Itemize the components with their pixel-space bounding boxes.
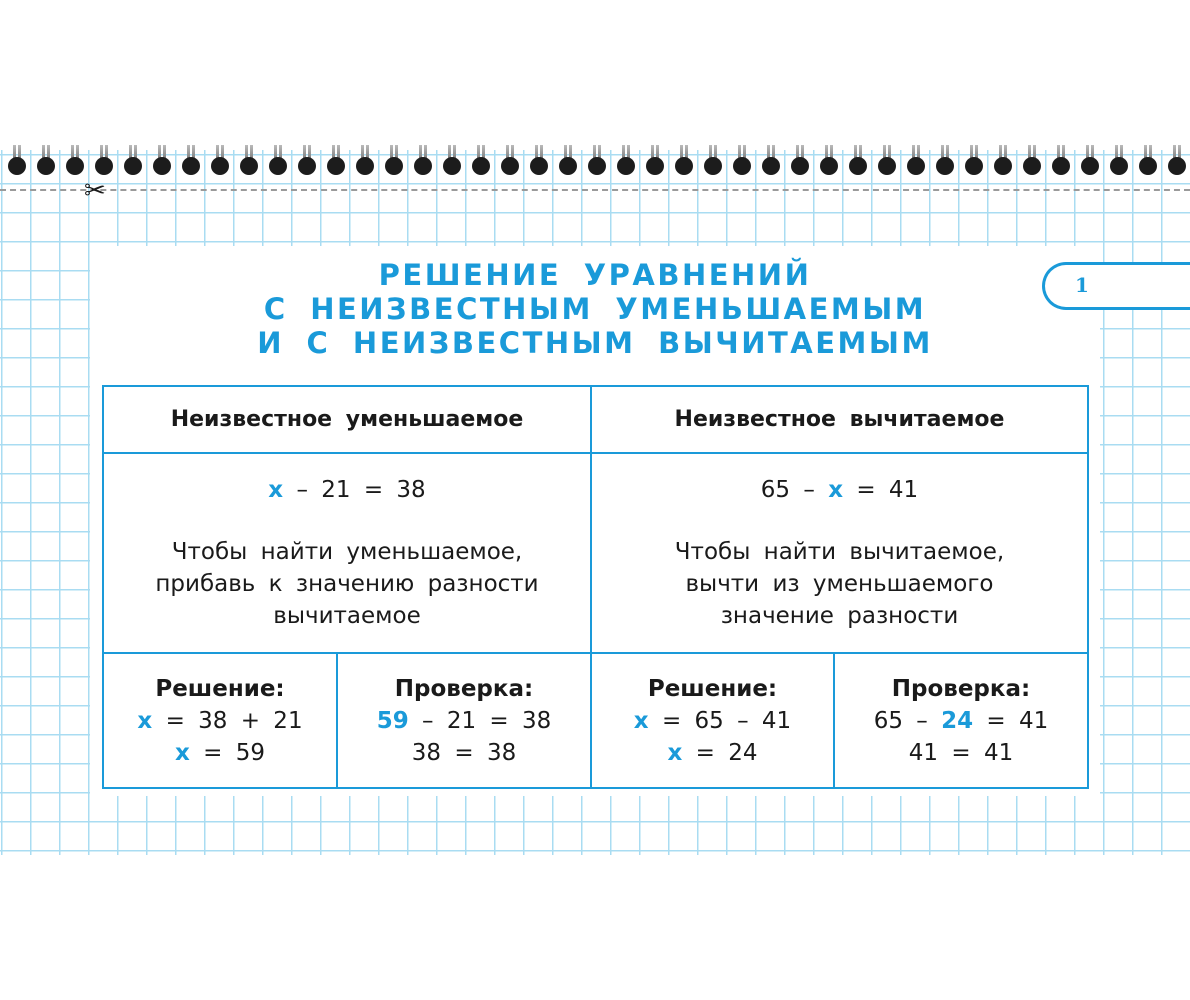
spiral-ring	[499, 145, 521, 177]
spiral-ring	[876, 145, 898, 177]
spiral-ring	[644, 145, 666, 177]
spiral-ring	[934, 145, 956, 177]
header-unknown-minuend: Неизвестное уменьшаемое	[102, 385, 592, 454]
title-line: РЕШЕНИЕ УРАВНЕНИЙ	[378, 258, 812, 292]
spiral-ring	[760, 145, 782, 177]
spiral-ring	[905, 145, 927, 177]
left-solution: Решение: x = 38 + 21 x = 59	[102, 652, 338, 789]
spiral-ring	[1166, 145, 1188, 177]
rule-line: Чтобы найти уменьшаемое,	[171, 539, 523, 565]
spiral-binding	[0, 145, 1190, 180]
spiral-ring	[296, 145, 318, 177]
rule-line: значение разности	[720, 603, 959, 629]
spiral-ring	[412, 145, 434, 177]
spiral-ring	[731, 145, 753, 177]
spiral-ring	[1108, 145, 1130, 177]
spiral-ring	[267, 145, 289, 177]
scissors-icon: ✂	[84, 176, 106, 206]
spiral-ring	[325, 145, 347, 177]
rules-table: Неизвестное уменьшаемое Неизвестное вычи…	[102, 385, 1089, 789]
rule-line: Чтобы найти вычитаемое,	[674, 539, 1005, 565]
left-rule-cell: x – 21 = 38 Чтобы найти уменьшаемое, при…	[102, 452, 592, 654]
right-rule-cell: 65 – x = 41 Чтобы найти вычитаемое, вычт…	[590, 452, 1089, 654]
spiral-ring	[963, 145, 985, 177]
spiral-ring	[383, 145, 405, 177]
page-title: РЕШЕНИЕ УРАВНЕНИЙ С НЕИЗВЕСТНЫМ УМЕНЬШАЕ…	[90, 258, 1100, 360]
left-equation: x – 21 = 38	[268, 477, 426, 503]
spiral-ring	[528, 145, 550, 177]
page-number: 1	[1075, 273, 1089, 297]
spiral-ring	[673, 145, 695, 177]
spiral-ring	[151, 145, 173, 177]
right-equation: 65 – x = 41	[760, 477, 919, 503]
spiral-ring	[789, 145, 811, 177]
spiral-ring	[209, 145, 231, 177]
header-unknown-subtrahend: Неизвестное вычитаемое	[590, 385, 1089, 454]
spiral-ring	[122, 145, 144, 177]
spiral-ring	[615, 145, 637, 177]
rule-line: вычти из уменьшаемого	[685, 571, 994, 597]
rule-line: вычитаемое	[273, 603, 421, 629]
spiral-ring	[1079, 145, 1101, 177]
spiral-ring	[64, 145, 86, 177]
spiral-ring	[354, 145, 376, 177]
spiral-ring	[441, 145, 463, 177]
spiral-ring	[238, 145, 260, 177]
spiral-ring	[586, 145, 608, 177]
spiral-ring	[847, 145, 869, 177]
spiral-ring	[35, 145, 57, 177]
spiral-ring	[6, 145, 28, 177]
spiral-ring	[992, 145, 1014, 177]
spiral-ring	[818, 145, 840, 177]
spiral-ring	[93, 145, 115, 177]
left-check: Проверка: 59 – 21 = 38 38 = 38	[336, 652, 592, 789]
page-number-tab: 1	[1042, 262, 1190, 310]
title-line: С НЕИЗВЕСТНЫМ УМЕНЬШАЕМЫМ	[263, 292, 927, 326]
spiral-ring	[702, 145, 724, 177]
spiral-ring	[1050, 145, 1072, 177]
rule-line: прибавь к значению разности	[155, 571, 539, 597]
spiral-ring	[1021, 145, 1043, 177]
spiral-ring	[180, 145, 202, 177]
spiral-ring	[1137, 145, 1159, 177]
cut-line	[0, 189, 1190, 191]
spiral-ring	[557, 145, 579, 177]
right-check: Проверка: 65 – 24 = 41 41 = 41	[833, 652, 1089, 789]
spiral-ring	[470, 145, 492, 177]
title-line: И С НЕИЗВЕСТНЫМ ВЫЧИТАЕМЫМ	[257, 326, 933, 360]
right-solution: Решение: x = 65 – 41 x = 24	[590, 652, 835, 789]
